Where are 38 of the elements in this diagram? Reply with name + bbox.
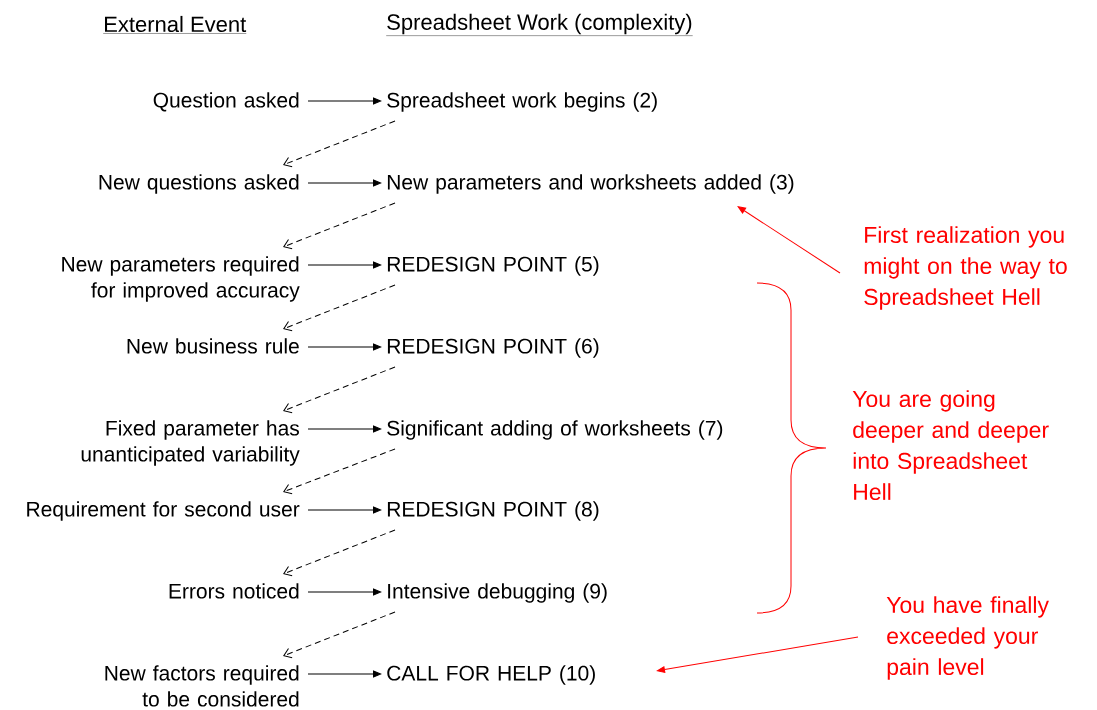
event-text: New business rule: [127, 338, 299, 354]
event-text: New parameters required for improved accuracy: [62, 256, 300, 302]
work-step-text: New parameters and worksheets added (3): [387, 174, 794, 194]
work-step-text: Spreadsheet work begins (2): [387, 92, 657, 112]
dashed-arrow: [283, 284, 396, 332]
callout-text: You are going deeper and deeper into Spreadsheet Hell: [852, 390, 1049, 501]
dashed-arrow: [283, 120, 396, 168]
work-step-text: REDESIGN POINT (8): [387, 501, 599, 521]
event-text: Fixed parameter has unanticipated variability: [81, 420, 300, 466]
event-text: New factors required to be considered: [105, 665, 299, 707]
dashed-arrow: [283, 366, 396, 414]
work-step-text: Significant adding of worksheets (7): [387, 420, 723, 440]
work-step-text: Intensive debugging (9): [388, 583, 607, 603]
arrow: [307, 588, 382, 596]
callout-arrow: [737, 206, 841, 274]
event-text: Requirement for second user: [27, 501, 300, 521]
event-text: Question asked: [153, 92, 299, 112]
work-step-text: REDESIGN POINT (5): [387, 256, 599, 276]
event-text: New questions asked: [99, 174, 299, 194]
arrow: [307, 670, 382, 678]
column-heading: Spreadsheet Work (complexity): [386, 13, 693, 36]
dashed-arrow: [283, 202, 396, 250]
work-step-text: CALL FOR HELP (10): [387, 665, 595, 685]
dashed-arrow: [283, 529, 396, 577]
arrow: [307, 506, 382, 514]
callout-text: First realization you might on the way to Spreadsheet Hell: [864, 226, 1067, 310]
dashed-arrow: [283, 448, 396, 495]
column-heading: External Event: [103, 15, 247, 34]
dashed-arrow: [283, 611, 396, 659]
event-text: Errors noticed: [169, 583, 299, 599]
arrow: [307, 97, 382, 105]
callout-text: You have finally exceeded your pain level: [886, 596, 1049, 680]
arrow: [307, 261, 382, 269]
work-step-text: REDESIGN POINT (6): [387, 338, 599, 358]
arrow: [307, 425, 382, 433]
callout-arrow: [656, 636, 859, 673]
arrow: [307, 179, 382, 187]
arrow: [307, 343, 382, 351]
